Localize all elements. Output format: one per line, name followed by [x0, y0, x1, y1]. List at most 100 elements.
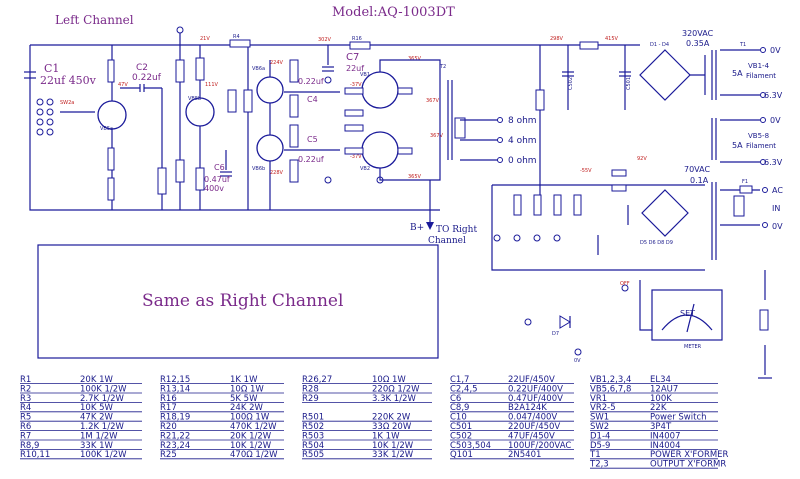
parts-table-value: 10K 1/2W: [230, 441, 272, 451]
parts-table-ref: R28: [302, 384, 319, 394]
parts-table-ref: R5: [20, 413, 31, 423]
parts-table-ref: R17: [160, 403, 177, 413]
parts-table-value: 10K 5W: [80, 403, 113, 413]
parts-table-ref: C502: [450, 431, 472, 441]
in-label: IN: [772, 204, 780, 213]
parts-table-value: 47K 2W: [80, 413, 113, 423]
parts-table-value: 22K: [650, 403, 667, 413]
parts-table-value: 220UF/450V: [508, 422, 560, 432]
filament2-label: Filament: [746, 142, 776, 150]
parts-table-ref: R13,14: [160, 384, 190, 394]
ohm0-label: 0 ohm: [508, 156, 537, 166]
c2-label: C2: [136, 63, 148, 73]
parts-table-value: 20K 1/2W: [230, 431, 272, 441]
parts-table-value: 33K 1/2W: [372, 450, 414, 460]
parts-table-ref: R6: [20, 422, 31, 432]
left-channel-title: Left Channel: [55, 13, 134, 27]
parts-table-value: 33Ω 20W: [372, 422, 412, 432]
svg-text:D7: D7: [552, 331, 559, 337]
vac70-label: 70VAC: [684, 165, 710, 174]
a5a-label: 5A: [732, 69, 743, 78]
parts-table-ref: D1-4: [590, 431, 610, 441]
svg-text:VB2: VB2: [360, 166, 370, 172]
parts-table-ref: R16: [160, 394, 177, 404]
svg-text:VB1: VB1: [360, 72, 370, 78]
parts-table-ref: R26,27: [302, 375, 332, 385]
svg-text:0V: 0V: [574, 358, 581, 364]
parts-table-value: 470K 1/2W: [230, 422, 277, 432]
v21-label: 21V: [200, 36, 210, 42]
parts-table-value: IN4007: [650, 431, 681, 441]
svg-text:C501: C501: [626, 77, 632, 90]
v0c-label: 0V: [772, 222, 783, 231]
parts-table-ref: R12,15: [160, 375, 190, 385]
svg-text:D5 D6 D8 D9: D5 D6 D8 D9: [640, 240, 673, 246]
parts-table-value: EL34: [650, 375, 671, 385]
parts-table-ref: R18,19: [160, 413, 190, 423]
parts-table-ref: R502: [302, 422, 324, 432]
parts-table-ref: VR2-5: [590, 403, 616, 413]
v415-label: 415V: [605, 36, 619, 42]
parts-table-value: 24K 2W: [230, 403, 263, 413]
svg-text:R16: R16: [352, 36, 362, 42]
c1-value: 22uf 450v: [40, 74, 97, 87]
parts-table-ref: R7: [20, 431, 31, 441]
v47-label: 47V: [118, 82, 128, 88]
parts-table-ref: C10: [450, 413, 467, 423]
parts-table-value: 47UF/450V: [508, 431, 555, 441]
parts-table-value: Power Switch: [650, 413, 707, 423]
parts-table-value: 33K 1W: [80, 441, 113, 451]
parts-table-value: IN4004: [650, 441, 681, 451]
parts-table-ref: R21,22: [160, 431, 190, 441]
v224-label: 224V: [270, 60, 284, 66]
svg-text:OFF: OFF: [620, 281, 630, 287]
parts-table-ref: C1,7: [450, 375, 469, 385]
v63a-label: 6.3V: [764, 91, 783, 100]
v302-label: 302V: [318, 37, 332, 43]
parts-table-value: 1K 1W: [230, 375, 258, 385]
channel-label: Channel: [428, 236, 466, 246]
v0a-label: 0V: [770, 46, 781, 55]
parts-table-value: 100UF/200VAC: [508, 441, 571, 451]
parts-table-ref: VB5,6,7,8: [590, 384, 631, 394]
v0b-label: 0V: [770, 116, 781, 125]
parts-table-ref: SW2: [590, 422, 609, 432]
parts-table-value: OUTPUT X'FORMR: [650, 460, 726, 470]
svg-text:T1: T1: [739, 42, 746, 48]
right-channel-box: [37, 244, 439, 359]
svg-text:F1: F1: [742, 179, 748, 185]
parts-table-ref: C501: [450, 422, 472, 432]
c5-label: C5: [307, 135, 318, 144]
parts-table-ref: R8,9: [20, 441, 39, 451]
parts-table-value: 100K 1/2W: [80, 450, 127, 460]
parts-table-ref: R23,24: [160, 441, 190, 451]
parts-table-value: POWER X'FORMER: [650, 450, 729, 460]
c6-label: C6: [214, 163, 225, 172]
parts-table-value: 0.22UF/400V: [508, 384, 563, 394]
parts-table-ref: R2: [20, 384, 31, 394]
parts-table-value: 220Ω 1/2W: [372, 384, 420, 394]
parts-table-ref: R503: [302, 431, 324, 441]
parts-table-value: B2A124K: [508, 403, 547, 413]
c2-value: 0.22uf: [132, 73, 162, 83]
parts-table-ref: VB1,2,3,4: [590, 375, 631, 385]
svg-text:VB6a: VB6a: [252, 66, 265, 72]
v367-label: 367V: [426, 98, 440, 104]
c5-value: 0.22uf: [298, 155, 324, 164]
v63b-label: 6.3V: [764, 158, 783, 167]
parts-table-ref: R25: [160, 450, 177, 460]
parts-table-value: 1M 1/2W: [80, 431, 118, 441]
c1-label: C1: [44, 62, 59, 75]
filament1-label: Filament: [746, 72, 776, 80]
parts-table-value: 3P4T: [650, 422, 672, 432]
svg-text:VB5a: VB5a: [100, 126, 113, 132]
vm37a-label: -37V: [350, 82, 362, 88]
parts-table-ref: R20: [160, 422, 177, 432]
parts-table-value: 22UF/450V: [508, 375, 555, 385]
model-title: Model:AQ-1003DT: [332, 5, 455, 20]
parts-table-ref: R29: [302, 394, 319, 404]
vb58-label: VB5-8: [748, 132, 769, 140]
parts-table-value: 10Ω 1W: [372, 375, 406, 385]
parts-table-ref: C6: [450, 394, 461, 404]
